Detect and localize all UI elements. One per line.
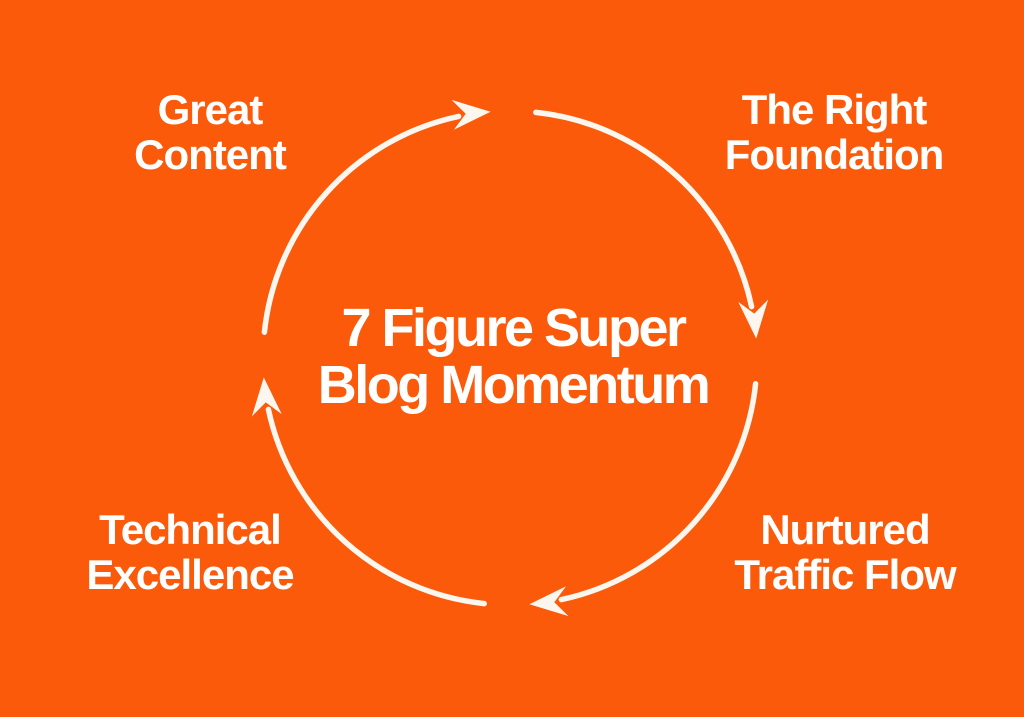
node-great-content: Great Content xyxy=(134,86,287,178)
center-title-line: Blog Momentum xyxy=(317,355,711,415)
node-label-line: Foundation xyxy=(724,131,945,178)
node-label-line: Nurtured xyxy=(760,506,930,553)
arrowhead-right-icon xyxy=(738,299,769,339)
node-the-right-foundation: The Right Foundation xyxy=(724,86,945,178)
node-technical-excellence: Technical Excellence xyxy=(86,506,294,598)
center-title: 7 Figure Super Blog Momentum xyxy=(317,298,711,415)
node-nurtured-traffic-flow: Nurtured Traffic Flow xyxy=(734,506,956,598)
center-title-line: 7 Figure Super xyxy=(341,298,687,358)
node-label-line: Great xyxy=(157,86,264,133)
arrowhead-bottom-icon xyxy=(529,586,569,617)
cycle-arc-to-bottom xyxy=(558,381,759,603)
cycle-arc-to-right xyxy=(533,109,755,310)
node-label-line: The Right xyxy=(741,86,928,133)
node-label-line: Excellence xyxy=(86,551,294,598)
cycle-arc-to-left xyxy=(265,406,487,607)
node-label-line: Traffic Flow xyxy=(734,551,956,598)
node-label-line: Content xyxy=(134,131,287,178)
arrowhead-left-icon xyxy=(251,377,282,417)
node-label-line: Technical xyxy=(99,506,282,553)
arrowhead-top-icon xyxy=(451,99,491,130)
cycle-arc-to-top xyxy=(261,113,462,335)
